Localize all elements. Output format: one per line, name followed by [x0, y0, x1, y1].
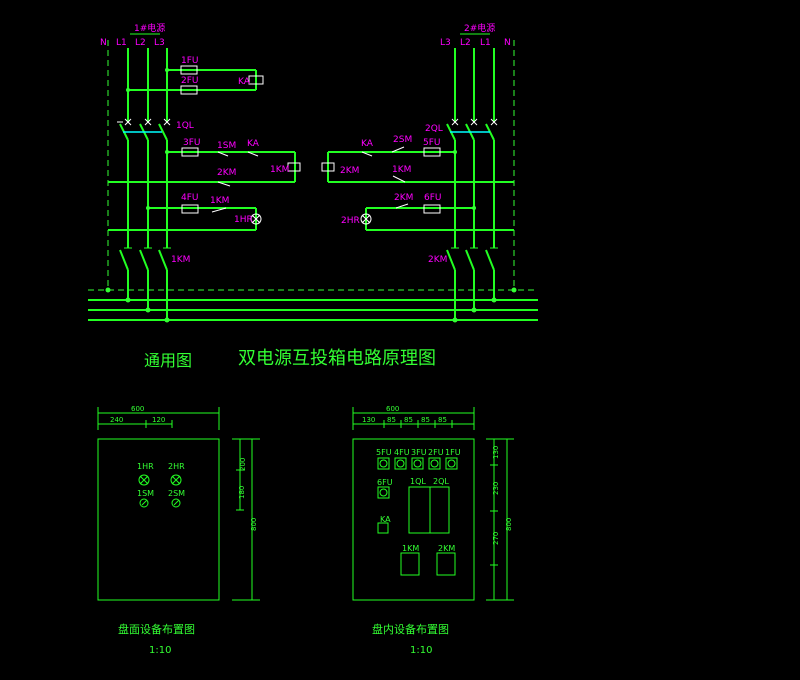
inner-fuse-label-3fu: 3FU: [411, 448, 427, 457]
front-sm2-label: 2SM: [168, 489, 185, 498]
front-total-height: 800: [250, 518, 258, 531]
inner-caption: 盘内设备布置图: [372, 622, 449, 636]
hr1-label: 1HR: [234, 215, 253, 225]
main-title: 双电源互投箱电路原理图: [238, 348, 436, 369]
hr2-label: 2HR: [341, 216, 360, 226]
inner-ql1-label: 1QL: [410, 477, 426, 486]
left-phase-conductors: [107, 40, 168, 320]
fu1-label: 1FU: [181, 56, 199, 66]
source1-phase-l3: L3: [154, 38, 165, 48]
source2-phase-l3: L3: [440, 38, 451, 48]
front-sub-dim-1: 240: [110, 416, 123, 424]
inner-sub-dim-3: 85: [404, 416, 413, 424]
inner-ql2-label: 2QL: [433, 477, 449, 486]
front-scale: 1:10: [149, 645, 171, 656]
inner-ka-label: KA: [380, 515, 391, 524]
ka-coil: [248, 75, 264, 85]
front-sm1-label: 1SM: [137, 489, 154, 498]
inner-fu6-label: 6FU: [377, 478, 393, 487]
km2-no-label: 2KM: [394, 193, 413, 203]
km2-main-contacts: [446, 247, 498, 271]
inner-breakers: [408, 486, 450, 534]
general-title: 通用图: [144, 351, 192, 370]
inner-fuse-label-5fu: 5FU: [376, 448, 392, 457]
front-height-dim-1: 200: [239, 458, 247, 471]
ql1-label: 1QL: [176, 121, 194, 131]
inner-height-dim-1: 130: [492, 446, 500, 459]
sm2-label: 2SM: [393, 135, 412, 145]
km2-main-label: 2KM: [428, 255, 447, 265]
inner-km1-label: 1KM: [402, 544, 419, 553]
source1-title: 1#电源: [134, 22, 165, 34]
ka-label: KA: [238, 77, 251, 87]
km1-nc-label: 1KM: [392, 165, 411, 175]
front-hr1-label: 1HR: [137, 462, 154, 471]
panel-front-outline: [97, 438, 220, 601]
source2-title: 2#电源: [464, 22, 495, 34]
inner-contactors: [400, 552, 456, 576]
source2-phase-l2: L2: [460, 38, 471, 48]
inner-height-dim-3: 270: [492, 532, 500, 545]
fu2-label: 2FU: [181, 76, 199, 86]
inner-fuse-label-1fu: 1FU: [445, 448, 461, 457]
right-phase-conductors: [454, 40, 515, 320]
inner-sub-dim-5: 85: [438, 416, 447, 424]
front-buttons: [139, 498, 181, 508]
inner-width-dim: 600: [386, 405, 399, 413]
inner-scale: 1:10: [410, 645, 432, 656]
left-control-circuit: [108, 147, 301, 231]
inner-ka-relay: [377, 522, 389, 534]
km1-main-contacts: [119, 247, 171, 271]
fu1-symbol: [180, 65, 198, 75]
ql2-label: 2QL: [425, 124, 443, 134]
km2-coil-label: 2KM: [340, 166, 359, 176]
panel-front-dims: [97, 407, 260, 601]
ql2-breaker: [446, 118, 498, 141]
source2-phase-n: N: [504, 38, 511, 48]
ka-contact1-label: KA: [247, 139, 260, 149]
source1-phase-l1: L1: [116, 38, 127, 48]
inner-km2-label: 2KM: [438, 544, 455, 553]
fu2-symbol: [180, 85, 198, 95]
fu5-label: 5FU: [423, 138, 441, 148]
fu6-label: 6FU: [424, 193, 442, 203]
inner-height-dim-2: 230: [492, 482, 500, 495]
km1-coil-label: 1KM: [270, 165, 289, 175]
ka-contact2-label: KA: [361, 139, 374, 149]
inner-sub-dim-4: 85: [421, 416, 430, 424]
source1-phase-n: N: [100, 38, 107, 48]
km1-no-label: 1KM: [210, 196, 229, 206]
front-width-dim: 600: [131, 405, 144, 413]
right-control-circuit: [321, 146, 514, 231]
front-caption: 盘面设备布置图: [118, 622, 195, 636]
panel-inner-dims: [352, 407, 514, 601]
front-indicator-lamps: [138, 474, 182, 486]
inner-sub-dim-1: 130: [362, 416, 375, 424]
inner-fuse-label-2fu: 2FU: [428, 448, 444, 457]
front-hr2-label: 2HR: [168, 462, 185, 471]
source1-phase-l2: L2: [135, 38, 146, 48]
inner-total-height: 800: [505, 518, 513, 531]
sm1-label: 1SM: [217, 141, 236, 151]
front-sub-dim-2: 120: [152, 416, 165, 424]
inner-fuse-holders: [377, 457, 458, 499]
output-bus: [88, 287, 538, 323]
front-height-dim-2: 180: [238, 486, 246, 499]
km2-nc-label: 2KM: [217, 168, 236, 178]
source2-phase-l1: L1: [480, 38, 491, 48]
fu3-label: 3FU: [183, 138, 201, 148]
km1-main-label: 1KM: [171, 255, 190, 265]
inner-fuse-label-4fu: 4FU: [394, 448, 410, 457]
top-control-left: [126, 65, 264, 95]
fu4-label: 4FU: [181, 193, 199, 203]
inner-sub-dim-2: 85: [387, 416, 396, 424]
panel-inner-outline: [352, 438, 475, 601]
ql1-breaker: [117, 118, 171, 141]
